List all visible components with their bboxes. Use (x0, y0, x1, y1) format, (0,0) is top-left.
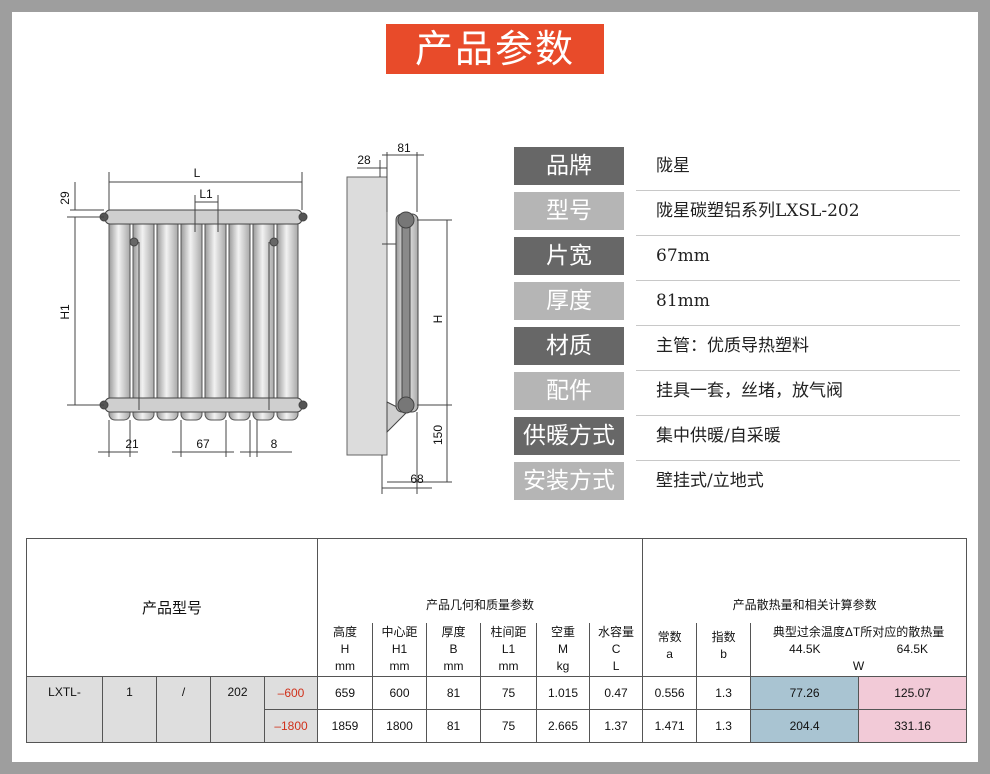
spec-row-brand: 品牌 陇星 (514, 147, 960, 191)
side-dimension-labels: 28 81 H 150 68 (357, 141, 445, 486)
front-dimension-labels: L L1 29 H1 21 67 8 (58, 166, 278, 451)
dim-67: 67 (196, 437, 210, 451)
cell-B: 81 (426, 709, 481, 743)
spec-row-accessories: 配件 挂具一套，丝堵，放气阀 (514, 372, 960, 416)
spec-row-thickness: 厚度 81mm (514, 282, 960, 326)
dim-68: 68 (410, 472, 424, 486)
cell-H: 1859 (317, 709, 373, 743)
product-page: 产品参数 (12, 12, 978, 762)
radiator-drawing: L L1 29 H1 21 67 8 (58, 141, 452, 494)
cell-b: 1.3 (696, 709, 752, 743)
dim-L1: L1 (199, 187, 213, 201)
spec-value: 81mm (656, 291, 710, 311)
spec-value: 67mm (656, 246, 710, 266)
dim-29: 29 (58, 191, 72, 205)
dim-H: H (431, 315, 445, 324)
heat-header: 产品散热量和相关计算参数 (642, 538, 968, 623)
spec-row-heating: 供暖方式 集中供暖/自采暖 (514, 417, 960, 461)
side-view (346, 152, 452, 494)
cell-q2: 125.07 (858, 676, 968, 710)
cell-H1: 600 (372, 676, 427, 710)
model-suffix: –600 (264, 676, 318, 710)
front-view (67, 172, 308, 457)
dt-64-5: 64.5K (896, 641, 928, 656)
spec-value: 陇星碳塑铝系列LXSL-202 (656, 201, 860, 221)
dim-81: 81 (397, 141, 411, 155)
dim-21: 21 (125, 437, 139, 451)
spec-value: 壁挂式/立地式 (656, 471, 764, 491)
spec-label: 品牌 (514, 147, 624, 185)
spec-label: 供暖方式 (514, 417, 624, 455)
cell-H1: 1800 (372, 709, 427, 743)
spec-value: 陇星 (656, 156, 690, 176)
spec-label: 片宽 (514, 237, 624, 275)
dt-44-5: 44.5K (789, 641, 821, 656)
model-part-202: 202 (210, 676, 265, 743)
cell-L1: 75 (480, 709, 537, 743)
spec-label: 型号 (514, 192, 624, 230)
cell-M: 2.665 (536, 709, 590, 743)
spec-label: 安装方式 (514, 462, 624, 500)
cell-a: 0.556 (642, 676, 698, 710)
cell-L1: 75 (480, 676, 537, 710)
dim-28: 28 (357, 153, 371, 167)
spec-row-material: 材质 主管：优质导热塑料 (514, 327, 960, 371)
cell-b: 1.3 (696, 676, 752, 710)
radiator-columns (108, 211, 299, 421)
dim-8: 8 (271, 437, 278, 451)
cell-M: 1.015 (536, 676, 590, 710)
cell-a: 1.471 (642, 709, 698, 743)
geometry-header: 产品几何和质量参数 (316, 538, 644, 623)
cell-C: 1.37 (588, 709, 644, 743)
dim-150: 150 (431, 425, 445, 445)
cell-C: 0.47 (588, 676, 644, 710)
dim-H1: H1 (58, 304, 72, 320)
model-prefix: LXTL- (26, 676, 103, 743)
spec-row-model: 型号 陇星碳塑铝系列LXSL-202 (514, 192, 960, 236)
cell-q1: 77.26 (750, 676, 860, 710)
dim-L: L (194, 166, 201, 180)
page-title: 产品参数 (386, 24, 604, 74)
spec-row-install: 安装方式 壁挂式/立地式 (514, 462, 960, 500)
spec-label: 厚度 (514, 282, 624, 320)
spec-row-width: 片宽 67mm (514, 237, 960, 281)
cell-B: 81 (426, 676, 481, 710)
cell-H: 659 (317, 676, 373, 710)
model-part-1: 1 (102, 676, 157, 743)
cell-q2: 331.16 (858, 709, 968, 743)
model-suffix: –1800 (264, 709, 318, 743)
spec-value: 主管：优质导热塑料 (656, 336, 809, 356)
spec-value: 挂具一套，丝堵，放气阀 (656, 381, 843, 401)
model-header: 产品型号 (26, 538, 318, 677)
cell-q1: 204.4 (750, 709, 860, 743)
spec-label: 材质 (514, 327, 624, 365)
model-part-slash: / (156, 676, 211, 743)
spec-label: 配件 (514, 372, 624, 410)
spec-value: 集中供暖/自采暖 (656, 426, 781, 446)
